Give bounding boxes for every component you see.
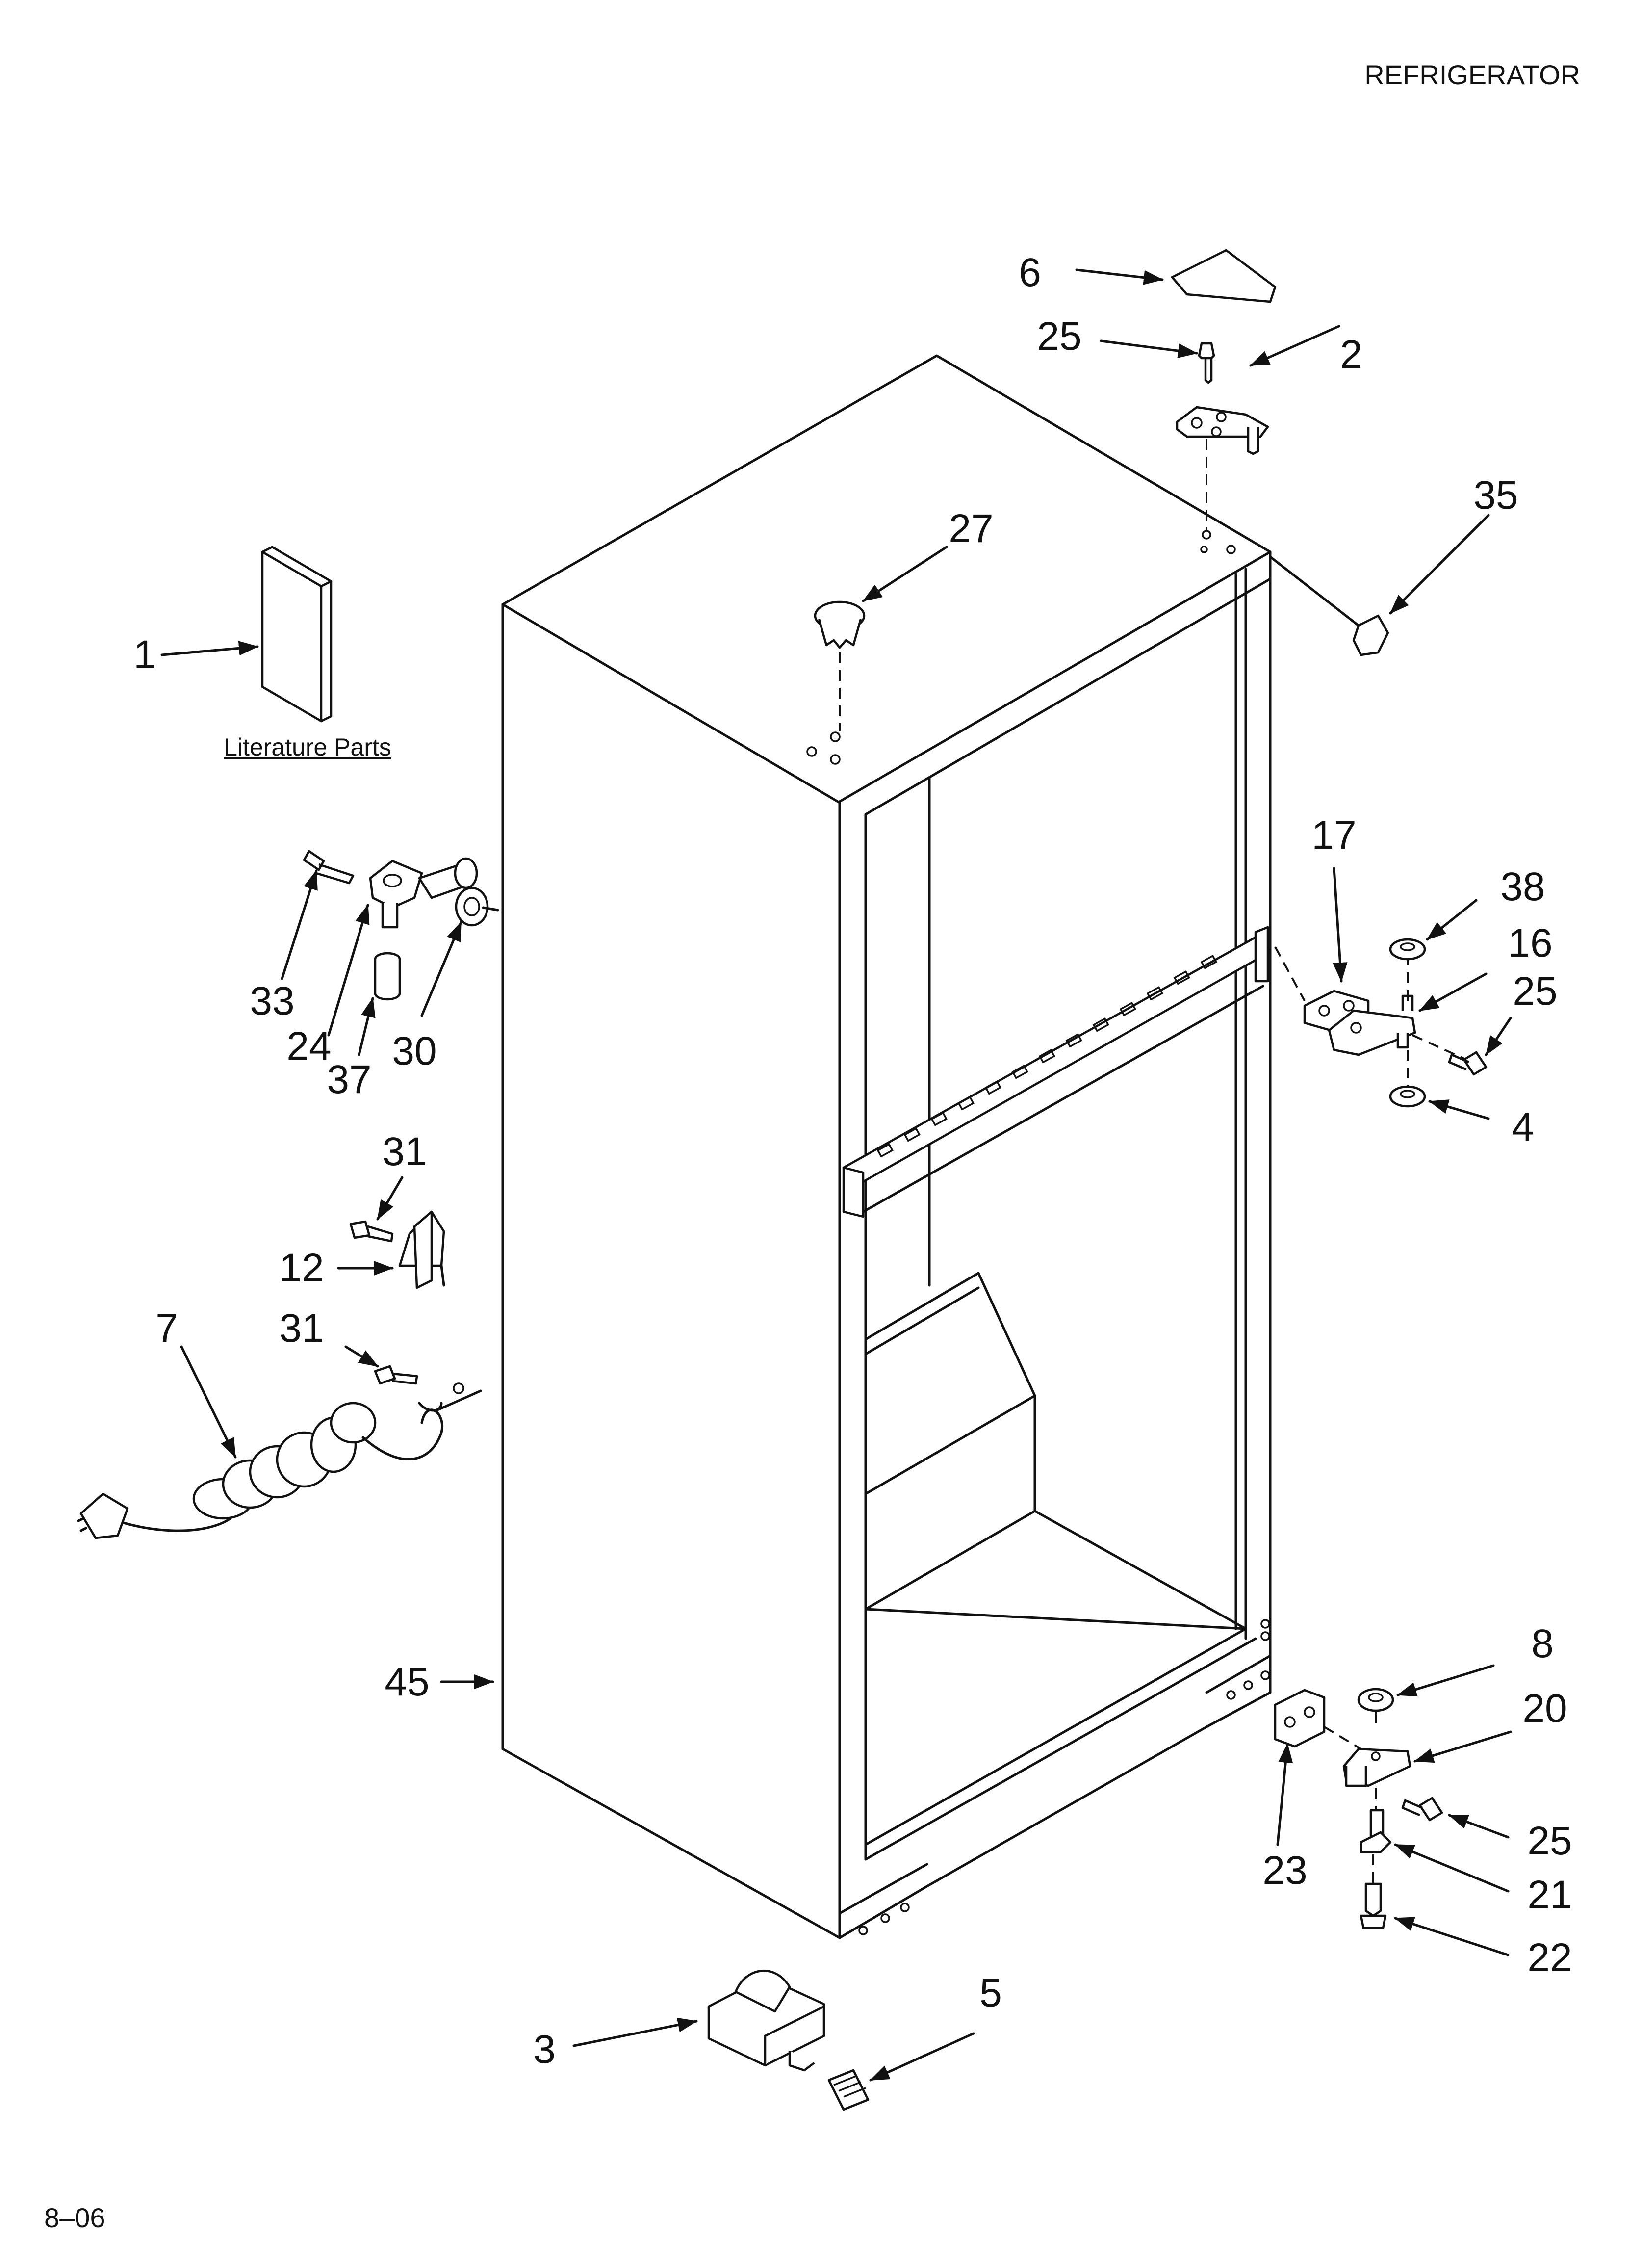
hinge-pin-bracket-24 [369, 857, 478, 929]
callout-22: 22 [1527, 1935, 1572, 1980]
screw-33 [303, 850, 355, 885]
trim-clip-35 [1352, 614, 1389, 656]
cabinet-45 [501, 354, 1272, 1939]
screw-25-top [1198, 342, 1215, 384]
callout-17: 17 [1311, 813, 1356, 858]
callout-1: 1 [133, 632, 156, 677]
cord-clip-12 [398, 1210, 445, 1289]
roller-assembly-3 [707, 1969, 825, 2072]
washer-4 [1389, 1085, 1426, 1108]
callout-7: 7 [155, 1306, 178, 1351]
callout-25-middle: 25 [1513, 969, 1557, 1014]
callout-37: 37 [327, 1057, 371, 1102]
screw-22 [1360, 1882, 1387, 1929]
callout-31-upper: 31 [382, 1129, 427, 1174]
callout-4: 4 [1512, 1105, 1534, 1149]
callout-8: 8 [1531, 1621, 1554, 1666]
center-hinge-16 [1328, 994, 1416, 1056]
callout-33: 33 [250, 979, 294, 1023]
screw-31-upper [349, 1220, 394, 1243]
callout-25-bottom: 25 [1527, 1819, 1572, 1863]
callout-35: 35 [1473, 473, 1518, 518]
screw-25-middle [1448, 1051, 1488, 1076]
callout-16: 16 [1508, 921, 1552, 965]
plug-27 [814, 600, 866, 649]
top-hinge-2 [1176, 406, 1269, 455]
callout-12: 12 [279, 1246, 324, 1290]
power-cord-7 [77, 1382, 482, 1539]
screw-31-lower [374, 1365, 418, 1385]
washer-8 [1357, 1688, 1394, 1712]
callout-6: 6 [1019, 250, 1041, 295]
callout-3: 3 [533, 2027, 556, 2072]
page-footer-code: 8–06 [44, 2202, 105, 2233]
callout-45: 45 [385, 1660, 429, 1704]
callout-21: 21 [1527, 1873, 1572, 1917]
callout-20: 20 [1522, 1686, 1567, 1731]
literature-book-1 [261, 546, 333, 723]
shim-23 [1274, 1689, 1326, 1748]
callout-31-lower: 31 [279, 1306, 324, 1351]
bushing-30 [455, 886, 489, 927]
leader-arrows [160, 268, 1512, 2082]
callout-30: 30 [392, 1029, 436, 1073]
hinge-pin-21 [1360, 1809, 1392, 1853]
callout-5: 5 [979, 1971, 1002, 2015]
callout-23: 23 [1262, 1848, 1307, 1893]
callout-25-top: 25 [1037, 314, 1081, 359]
callout-2: 2 [1340, 332, 1362, 377]
callout-27: 27 [949, 506, 993, 551]
callout-24: 24 [286, 1024, 331, 1069]
callout-labels: 1 6 25 2 35 27 33 24 37 30 31 12 31 7 17… [133, 250, 1572, 2072]
bottom-hinge-20 [1342, 1747, 1411, 1787]
washer-38 [1389, 938, 1426, 961]
literature-caption: Literature Parts [224, 733, 391, 761]
spacer-37 [374, 952, 401, 1001]
hinge-cover-6 [1171, 249, 1277, 303]
page-header-title: REFRIGERATOR [1364, 59, 1580, 90]
callout-38: 38 [1500, 864, 1545, 909]
leveling-screw-5 [827, 2069, 870, 2111]
screw-25-bottom [1401, 1797, 1443, 1822]
